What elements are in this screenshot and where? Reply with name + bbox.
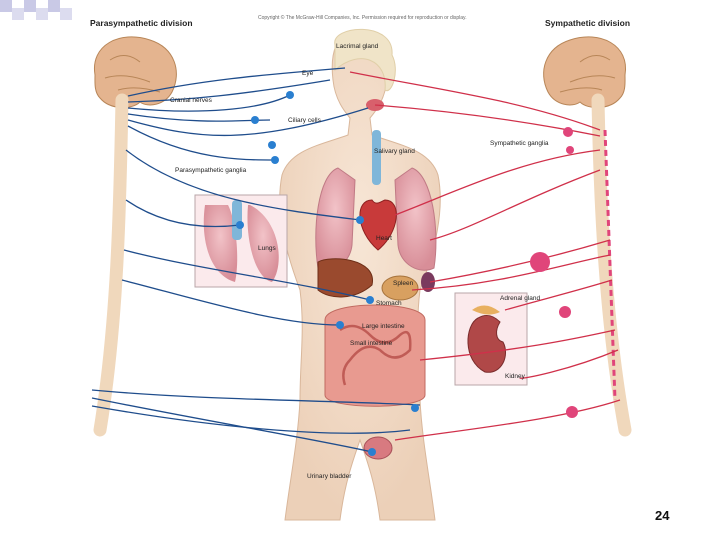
adrenal-gland-shape	[472, 305, 500, 315]
ganglion-para	[271, 156, 279, 164]
parasympathetic-title: Parasympathetic division	[90, 18, 193, 28]
nerve-cranial	[127, 94, 291, 112]
deco-square	[24, 0, 36, 12]
label-small-intestine: Small intestine	[350, 340, 393, 347]
symp-nerve-stomach	[411, 254, 611, 291]
ganglion-para	[366, 296, 374, 304]
anatomy-labels: Lacrimal gland Eye Cranial nerves Ciliar…	[170, 43, 549, 480]
nerve-to-lacrimal	[127, 67, 346, 97]
kidney-shape	[467, 314, 507, 373]
label-sympathetic-ganglia: Sympathetic ganglia	[490, 140, 549, 147]
right-lung-shape	[394, 167, 437, 271]
kidney-inset	[454, 292, 528, 386]
ganglion-symp	[566, 146, 574, 154]
organs	[315, 99, 437, 460]
left-cns	[93, 36, 177, 437]
parasympathetic-ganglia	[236, 91, 419, 456]
nerve-ganglion	[127, 125, 276, 161]
label-salivary: Salivary gland	[374, 148, 415, 155]
sympathetic-title: Sympathetic division	[545, 18, 630, 28]
nerve-pelvic	[91, 405, 411, 434]
inset-bronchus	[232, 200, 242, 240]
decorative-squares	[0, 0, 72, 20]
ganglion-para	[411, 404, 419, 412]
deco-square	[48, 0, 60, 12]
ganglion-para	[286, 91, 294, 99]
left-brain	[94, 36, 177, 108]
nerve-to-eye	[127, 79, 331, 103]
bladder-shape	[363, 436, 393, 460]
parasympathetic-nerves	[91, 67, 421, 453]
label-eye: Eye	[302, 70, 314, 77]
intestine-shape	[324, 304, 426, 407]
ganglion-para	[251, 116, 259, 124]
trachea-shape	[372, 130, 381, 185]
right-cns	[543, 36, 632, 437]
nerve-salivary	[127, 107, 369, 137]
nerve-lungs	[125, 199, 241, 228]
ganglion-symp	[563, 127, 573, 137]
label-spleen: Spleen	[393, 280, 414, 287]
copyright-text: Copyright © The McGraw-Hill Companies, I…	[258, 14, 467, 21]
nerve-large-intestine	[121, 279, 341, 326]
ganglion-para	[236, 221, 244, 229]
ganglion-symp	[566, 406, 578, 418]
sympathetic-ganglia-dots	[530, 127, 578, 418]
label-cranial-nerves: Cranial nerves	[170, 97, 213, 104]
right-spinal-cord	[591, 93, 632, 437]
ganglion-para	[368, 448, 376, 456]
symp-nerve-heart	[394, 149, 601, 216]
deco-square	[0, 0, 12, 12]
nerve-heart	[125, 149, 361, 221]
deco-square	[36, 8, 48, 20]
label-bladder: Urinary bladder	[307, 473, 352, 480]
left-spinal-cord	[93, 93, 129, 437]
small-intestine-coils	[339, 324, 412, 386]
lung-inset	[194, 194, 288, 288]
label-adrenal: Adrenal gland	[500, 295, 540, 302]
ganglion-para	[336, 321, 344, 329]
page-number: 24	[655, 508, 670, 523]
spleen-shape	[421, 272, 435, 292]
right-brain	[543, 36, 626, 108]
label-ciliary: Ciliary cells	[288, 117, 322, 124]
symp-nerve-lungs	[429, 169, 601, 241]
liver-shape	[317, 258, 373, 298]
ganglion-para	[356, 216, 364, 224]
label-kidney: Kidney	[505, 373, 526, 380]
label-heart: Heart	[376, 235, 392, 242]
nerve-ciliary	[127, 113, 271, 122]
label-parasympathetic-ganglia: Parasympathetic ganglia	[175, 167, 247, 174]
header-bar	[85, 14, 635, 34]
symp-nerve-kidney	[519, 349, 619, 379]
label-large-intestine: Large intestine	[362, 323, 405, 330]
ganglion-symp	[530, 252, 550, 272]
stomach-shape	[381, 275, 419, 301]
nerve-stomach	[123, 249, 371, 301]
right-brain-folds	[559, 55, 616, 93]
sympathetic-nerves	[349, 71, 621, 441]
symp-nerve-bladder	[394, 399, 621, 441]
ganglion-symp	[559, 306, 571, 318]
label-lungs: Lungs	[258, 245, 276, 252]
symp-nerve-adrenal	[504, 279, 613, 311]
ganglion-para	[268, 141, 276, 149]
deco-square	[12, 8, 24, 20]
symp-nerve-spleen	[429, 239, 611, 283]
sympathetic-chain	[603, 129, 617, 401]
symp-nerve-lacrimal	[349, 71, 601, 131]
label-stomach: Stomach	[376, 300, 402, 307]
inset-lung-right	[247, 205, 279, 282]
symp-nerve-intestine	[419, 329, 616, 361]
label-lacrimal: Lacrimal gland	[336, 43, 379, 50]
nerve-intestine-lower	[91, 389, 421, 406]
inset-lung-left	[203, 205, 238, 282]
left-brain-folds	[104, 55, 161, 93]
deco-square	[60, 8, 72, 20]
